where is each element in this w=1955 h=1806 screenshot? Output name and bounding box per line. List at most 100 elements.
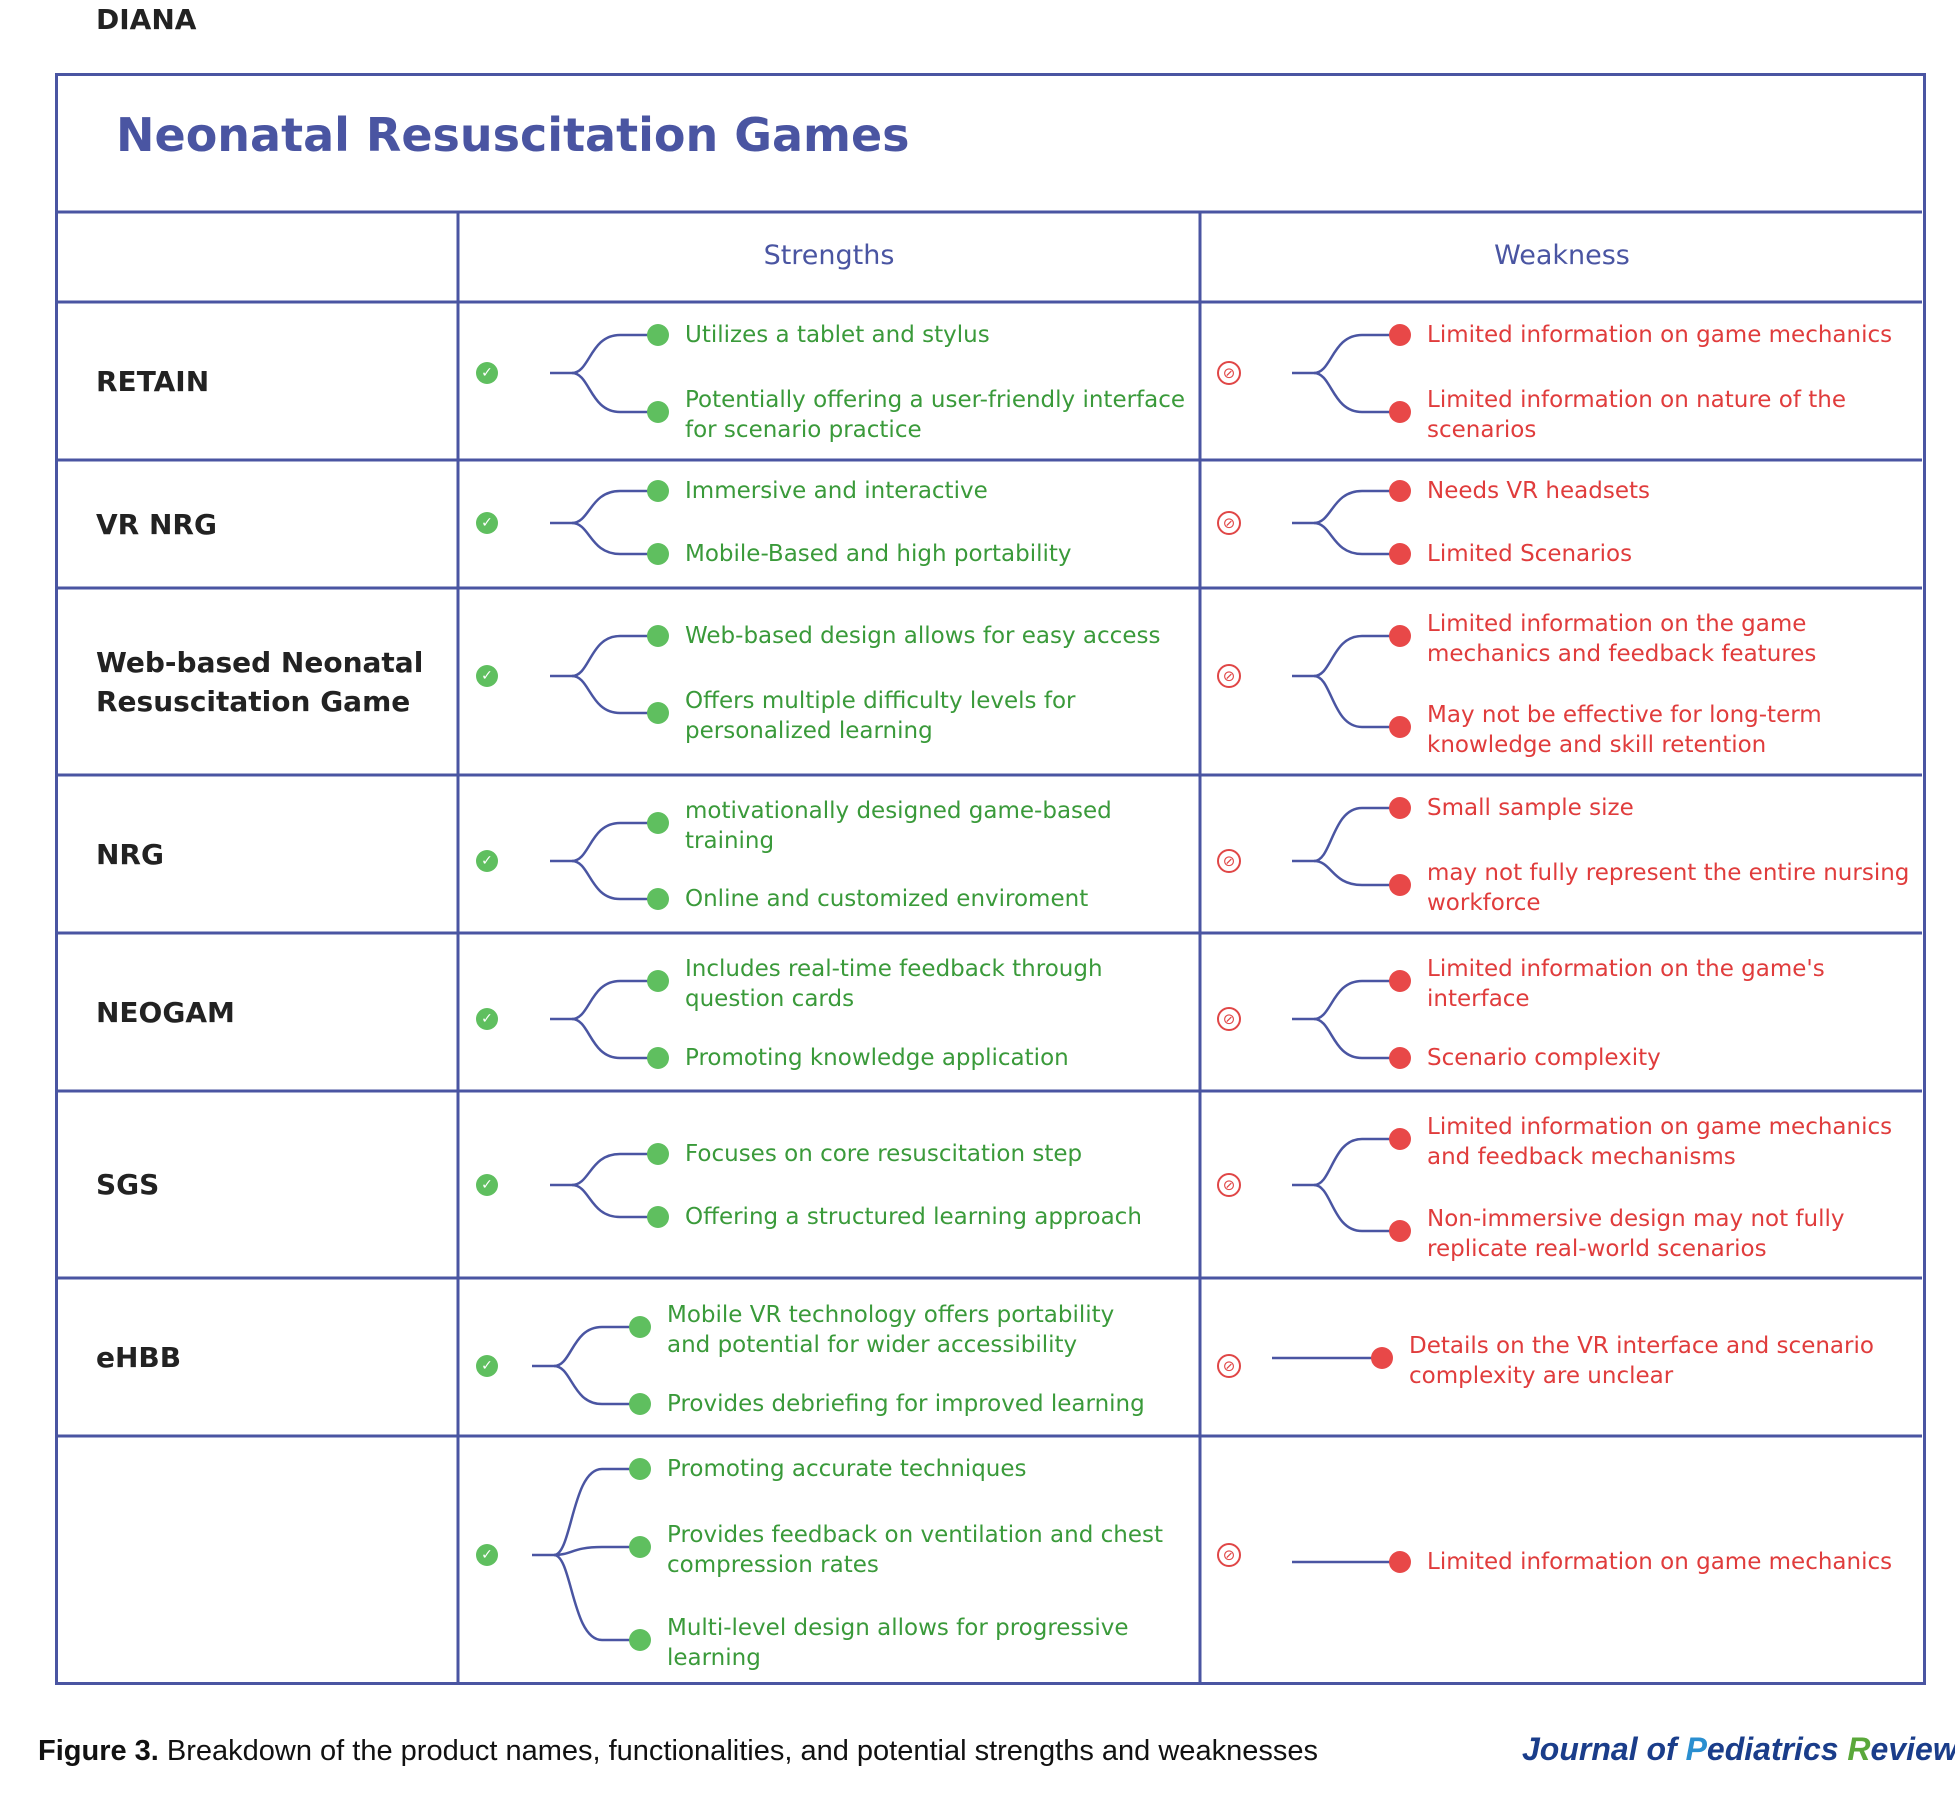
strength-dot xyxy=(647,401,669,423)
strength-dot xyxy=(647,1143,669,1165)
strength-dot xyxy=(647,812,669,834)
strength-dot xyxy=(647,1047,669,1069)
connector-branch xyxy=(571,371,658,414)
strength-item: Immersive and interactive xyxy=(685,478,988,504)
connector-branch xyxy=(1313,371,1400,414)
connector-branch xyxy=(571,821,658,863)
connector-branch xyxy=(571,1152,658,1187)
row-name: VR NRG xyxy=(96,507,217,541)
journal-logo-part2: ediatrics xyxy=(1706,1731,1848,1767)
strength-item: Promoting knowledge application xyxy=(685,1045,1069,1071)
row-name: SGS xyxy=(96,1168,160,1201)
row-name: NRG xyxy=(96,837,164,871)
strength-item: Focuses on core resuscitation step xyxy=(685,1141,1083,1167)
check-circle-icon: ✓ xyxy=(476,850,498,872)
strength-item: Web-based design allows for easy access xyxy=(685,623,1161,649)
strength-item: Utilizes a tablet and stylus xyxy=(685,322,990,348)
strength-dot xyxy=(629,1316,651,1338)
prohibited-icon: ⊘ xyxy=(1217,1543,1241,1567)
weakness-item: may not fully represent the entire nursi… xyxy=(1427,860,1910,916)
check-circle-icon: ✓ xyxy=(476,362,498,384)
weakness-dot xyxy=(1389,401,1411,423)
weakness-dot xyxy=(1389,797,1411,819)
connector-branch xyxy=(1313,489,1400,525)
connector-branch xyxy=(571,489,658,525)
check-circle-icon: ✓ xyxy=(476,1355,498,1377)
figure-caption: Figure 3. Breakdown of the product names… xyxy=(38,1735,1318,1768)
connector-branch xyxy=(1313,333,1400,375)
weakness-dot xyxy=(1389,716,1411,738)
row-name: RETAIN xyxy=(96,364,210,398)
weakness-item: Details on the VR interface and scenario… xyxy=(1409,1333,1874,1389)
prohibited-icon: ⊘ xyxy=(1217,1354,1241,1378)
weakness-dot xyxy=(1389,1220,1411,1242)
weakness-item: Limited information on game mechanics xyxy=(1427,1549,1893,1575)
strength-dot xyxy=(629,1393,651,1415)
weakness-dot xyxy=(1389,1128,1411,1150)
prohibited-icon: ⊘ xyxy=(1217,511,1241,535)
strength-dot xyxy=(629,1458,651,1480)
strength-dot xyxy=(647,625,669,647)
weakness-dot xyxy=(1389,874,1411,896)
table-frame xyxy=(55,73,1926,1685)
strength-item: Provides feedback on ventilation and che… xyxy=(667,1522,1164,1578)
strength-item: Online and customized enviroment xyxy=(685,886,1089,912)
strength-dot xyxy=(647,888,669,910)
caption-text: Breakdown of the product names, function… xyxy=(158,1735,1318,1767)
caption-label: Figure 3. xyxy=(38,1735,159,1767)
strength-item: Provides debriefing for improved learnin… xyxy=(667,1391,1145,1417)
strength-item: Promoting accurate techniques xyxy=(667,1456,1027,1482)
connector-branch xyxy=(1313,674,1400,729)
connector-branch xyxy=(1313,634,1400,678)
connector-branch xyxy=(1313,1137,1400,1187)
journal-logo: Journal of Pediatrics Review xyxy=(1522,1731,1955,1768)
strength-dot xyxy=(647,970,669,992)
journal-logo-r: R xyxy=(1847,1731,1871,1767)
strength-dot xyxy=(629,1536,651,1558)
connector-branch xyxy=(571,333,658,375)
prohibited-icon: ⊘ xyxy=(1217,361,1241,385)
journal-logo-part3: eview xyxy=(1870,1731,1955,1767)
prohibited-icon: ⊘ xyxy=(1217,1007,1241,1031)
weakness-item: Limited information on game mechanics xyxy=(1427,322,1893,348)
row-name: NEOGAM xyxy=(96,995,235,1029)
connector-branch xyxy=(1313,806,1400,863)
connector-branch xyxy=(571,979,658,1021)
prohibited-icon: ⊘ xyxy=(1217,849,1241,873)
row-name: eHBB xyxy=(96,1340,182,1374)
strength-item: Offering a structured learning approach xyxy=(685,1204,1142,1230)
connector-branch xyxy=(1313,1017,1400,1060)
weakness-dot xyxy=(1389,480,1411,502)
weakness-dot xyxy=(1389,625,1411,647)
journal-logo-j: J xyxy=(1522,1731,1540,1767)
connector-branch xyxy=(1313,859,1400,887)
check-circle-icon: ✓ xyxy=(476,1544,498,1566)
journal-logo-p: P xyxy=(1685,1731,1707,1767)
page-title: Neonatal Resuscitation Games xyxy=(116,108,910,162)
strength-item: Potentially offering a user-friendly int… xyxy=(685,387,1186,443)
weakness-item: Small sample size xyxy=(1427,795,1634,821)
connector-branch xyxy=(1313,979,1400,1021)
weakness-dot xyxy=(1389,1047,1411,1069)
strength-dot xyxy=(647,324,669,346)
header-weakness: Weakness xyxy=(1494,240,1630,271)
weakness-dot xyxy=(1389,543,1411,565)
strength-dot xyxy=(629,1629,651,1651)
strength-dot xyxy=(647,543,669,565)
weakness-item: Needs VR headsets xyxy=(1427,478,1650,504)
check-circle-icon: ✓ xyxy=(476,1008,498,1030)
connector-branch xyxy=(553,1467,640,1557)
weakness-dot xyxy=(1389,1551,1411,1573)
strength-item: Mobile-Based and high portability xyxy=(685,541,1072,567)
strength-dot xyxy=(647,480,669,502)
weakness-item: Limited Scenarios xyxy=(1427,541,1633,567)
